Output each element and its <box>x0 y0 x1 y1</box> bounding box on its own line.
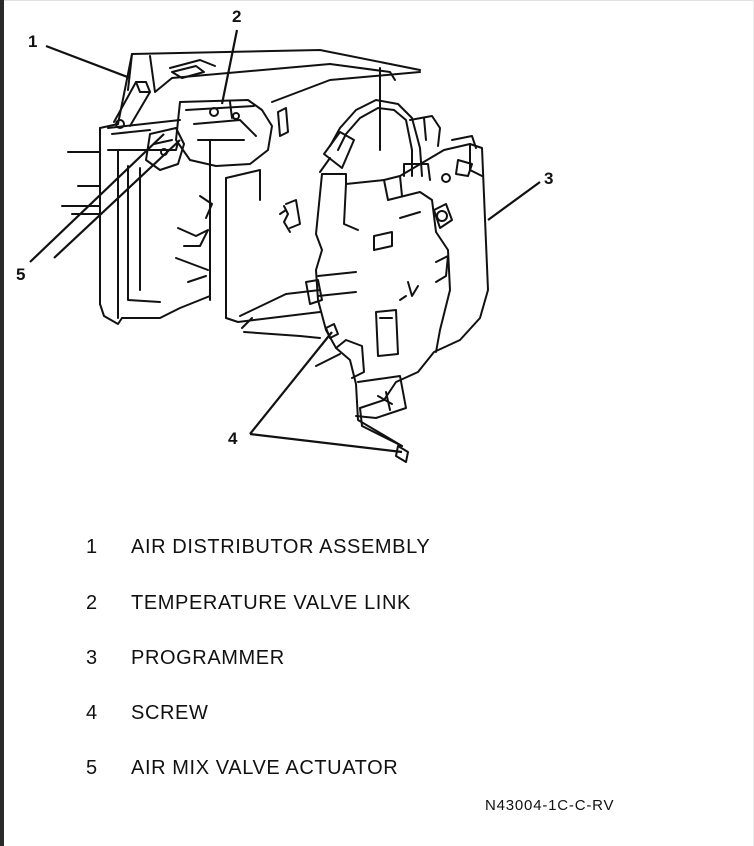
left-border <box>0 0 4 846</box>
programmer <box>279 99 489 463</box>
legend-number: 3 <box>86 646 98 669</box>
air-distributor-lever <box>107 81 181 129</box>
callout-4: 4 <box>228 429 238 448</box>
callout-3: 3 <box>544 169 553 188</box>
legend-number: 1 <box>86 535 98 558</box>
air-distributor-housing <box>61 49 421 339</box>
legend-row: 2 TEMPERATURE VALVE LINK <box>86 589 411 617</box>
top-border <box>4 0 754 1</box>
legend-row: 3 PROGRAMMER <box>86 644 285 672</box>
temperature-valve-link <box>175 99 273 167</box>
legend-row: 1 AIR DISTRIBUTOR ASSEMBLY <box>86 533 430 561</box>
legend-row: 4 SCREW <box>86 699 208 727</box>
leader-lines <box>29 29 541 454</box>
callout-2: 2 <box>232 7 241 26</box>
legend-label: AIR MIX VALVE ACTUATOR <box>131 756 399 779</box>
legend-label: SCREW <box>131 701 209 724</box>
legend-number: 5 <box>86 756 98 779</box>
legend-number: 4 <box>86 701 98 724</box>
figure-code: N43004-1C-C-RV <box>485 797 615 814</box>
legend-number: 2 <box>86 591 98 614</box>
exploded-parts-diagram: 1 2 3 4 5 <box>16 7 553 463</box>
callout-1: 1 <box>28 32 37 51</box>
legend-row: 5 AIR MIX VALVE ACTUATOR <box>86 754 398 782</box>
legend-label: AIR DISTRIBUTOR ASSEMBLY <box>131 535 431 558</box>
legend-label: PROGRAMMER <box>131 646 285 669</box>
callout-5: 5 <box>16 265 25 284</box>
legend-label: TEMPERATURE VALVE LINK <box>131 591 411 614</box>
